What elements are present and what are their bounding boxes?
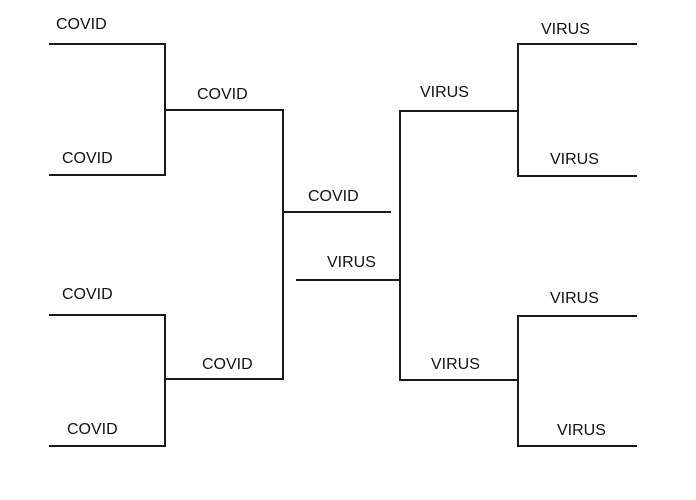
left-finalist-label: COVID: [308, 188, 359, 205]
right-bracket-lines: [296, 43, 637, 447]
left-r2-slot2-label: COVID: [202, 356, 253, 373]
left-r1-slot3-label: COVID: [62, 286, 113, 303]
left-r1-slot4-label: COVID: [67, 421, 118, 438]
right-r1-slot4-label: VIRUS: [557, 422, 606, 439]
left-r1-slot2-label: COVID: [62, 150, 113, 167]
right-bracket-labels: VIRUS VIRUS VIRUS VIRUS VIRUS VIRUS VIRU…: [327, 21, 606, 439]
right-finalist-label: VIRUS: [327, 254, 376, 271]
left-r2-slot1-label: COVID: [197, 86, 248, 103]
left-r1-slot1-label: COVID: [56, 16, 107, 33]
right-r1-slot3-label: VIRUS: [550, 290, 599, 307]
left-bracket-lines: [49, 43, 391, 447]
right-r1-slot2-label: VIRUS: [550, 151, 599, 168]
left-bracket-labels: COVID COVID COVID COVID COVID COVID COVI…: [56, 16, 359, 438]
right-r1-slot1-label: VIRUS: [541, 21, 590, 38]
right-r2-slot1-label: VIRUS: [420, 84, 469, 101]
right-r2-slot2-label: VIRUS: [431, 356, 480, 373]
